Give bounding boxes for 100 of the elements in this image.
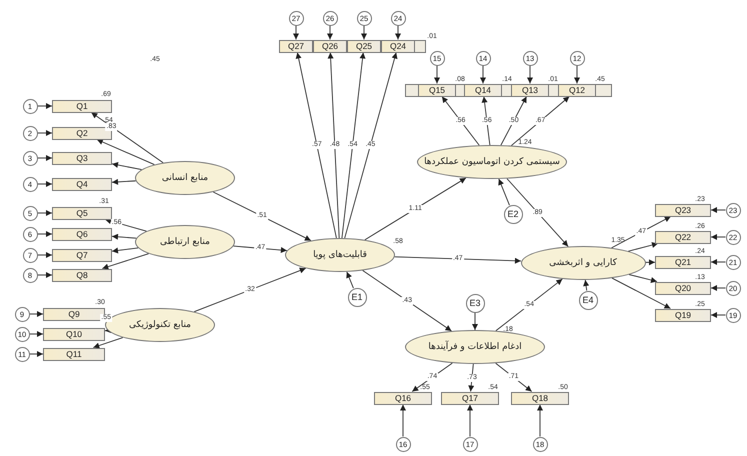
arrow <box>104 327 112 334</box>
arrow <box>344 52 398 238</box>
arrow <box>710 285 726 291</box>
indicator-box: Q12 <box>558 84 596 96</box>
arrow <box>628 242 658 252</box>
arrow <box>112 178 136 185</box>
arrow <box>495 278 563 332</box>
indicator-box: Q17 <box>441 392 499 404</box>
arrow <box>612 278 671 309</box>
indicator-box: Q15 <box>418 84 456 96</box>
arrow <box>194 268 306 312</box>
indicator-box: Q13 <box>511 84 549 96</box>
arrow <box>112 234 137 240</box>
arrow <box>574 65 580 84</box>
indicator-box: Q16 <box>374 392 432 404</box>
arrow <box>342 52 366 238</box>
arrow <box>327 25 333 40</box>
arrow <box>112 247 139 254</box>
arrow <box>480 65 486 84</box>
latent-ellipse: منابع ارتباطی <box>135 225 235 259</box>
indicator-box: Q11 <box>43 348 105 360</box>
indicator-box: Q24 <box>381 40 415 52</box>
arrow <box>364 178 466 240</box>
arrow <box>394 256 522 264</box>
arrow <box>468 364 474 392</box>
arrow <box>29 311 44 317</box>
indicator-box: Q26 <box>313 40 347 52</box>
arrow <box>346 271 354 289</box>
indicator-box: Q8 <box>52 268 112 282</box>
indicator-box: Q10 <box>43 328 105 340</box>
arrow <box>510 96 570 146</box>
arrow <box>583 280 590 292</box>
latent-ellipse: ادغام اطلاعات و فرآیندها <box>405 330 545 364</box>
arrow <box>628 274 658 283</box>
arrow <box>29 351 44 357</box>
arrow <box>710 259 726 265</box>
arrow <box>645 259 656 266</box>
arrow <box>328 52 340 238</box>
arrow <box>472 312 478 330</box>
arrow <box>296 52 337 238</box>
error-circle: E2 <box>504 204 522 224</box>
arrow <box>412 362 453 392</box>
indicator-box: Q19 <box>655 308 711 322</box>
arrow <box>212 192 312 242</box>
arrow <box>37 103 52 109</box>
arrow <box>37 130 52 136</box>
arrow <box>506 178 569 247</box>
indicator-box: Q5 <box>52 206 112 220</box>
arrow <box>233 246 288 254</box>
latent-ellipse: منابع انسانی <box>135 161 235 195</box>
arrow <box>112 162 142 170</box>
arrow <box>467 404 473 437</box>
indicator-box: Q23 <box>655 204 711 216</box>
arrow <box>395 25 401 40</box>
arrow <box>37 231 52 237</box>
indicator-box: Q22 <box>655 230 711 244</box>
indicator-box: Q7 <box>52 248 112 262</box>
arrow <box>37 210 52 216</box>
indicator-box: Q1 <box>52 100 112 112</box>
arrow <box>96 139 155 166</box>
arrow <box>482 96 490 146</box>
indicator-box: Q25 <box>347 40 381 52</box>
arrow <box>537 404 543 437</box>
arrow <box>37 252 52 258</box>
indicator-box: Q20 <box>655 282 711 294</box>
arrow <box>710 234 726 240</box>
latent-ellipse: قابلیت‌های پویا <box>285 238 395 272</box>
arrow <box>710 312 726 318</box>
arrow <box>710 207 726 213</box>
arrow <box>37 181 52 187</box>
arrow <box>362 270 452 332</box>
indicator-box: Q18 <box>511 392 569 404</box>
arrow <box>442 96 480 146</box>
latent-ellipse: سیستمی کردن اتوماسیون عملکردها <box>417 145 567 179</box>
arrow <box>92 337 124 348</box>
indicator-box: Q14 <box>464 84 502 96</box>
arrow <box>104 218 147 232</box>
indicator-box: Q6 <box>52 228 112 240</box>
indicator-box: Q27 <box>279 40 313 52</box>
arrow <box>102 253 150 270</box>
arrow <box>293 25 299 40</box>
latent-ellipse: کارایی و اثربخشی <box>520 246 646 280</box>
arrow <box>611 216 672 248</box>
arrow <box>29 331 44 337</box>
arrow <box>434 65 440 84</box>
indicator-box: Q4 <box>52 178 112 190</box>
arrow <box>361 25 367 40</box>
arrow <box>527 65 533 84</box>
arrow <box>400 404 406 437</box>
indicator-box: Q2 <box>52 126 112 140</box>
arrow <box>90 112 164 164</box>
arrow <box>500 96 528 146</box>
indicator-box: Q3 <box>52 152 112 164</box>
arrow <box>495 362 532 392</box>
error-circle: E4 <box>578 290 598 310</box>
error-circle: E3 <box>466 294 484 312</box>
arrow <box>37 272 52 278</box>
indicator-box: Q21 <box>655 256 711 268</box>
error-circle: E1 <box>348 288 366 306</box>
arrow <box>498 178 510 206</box>
